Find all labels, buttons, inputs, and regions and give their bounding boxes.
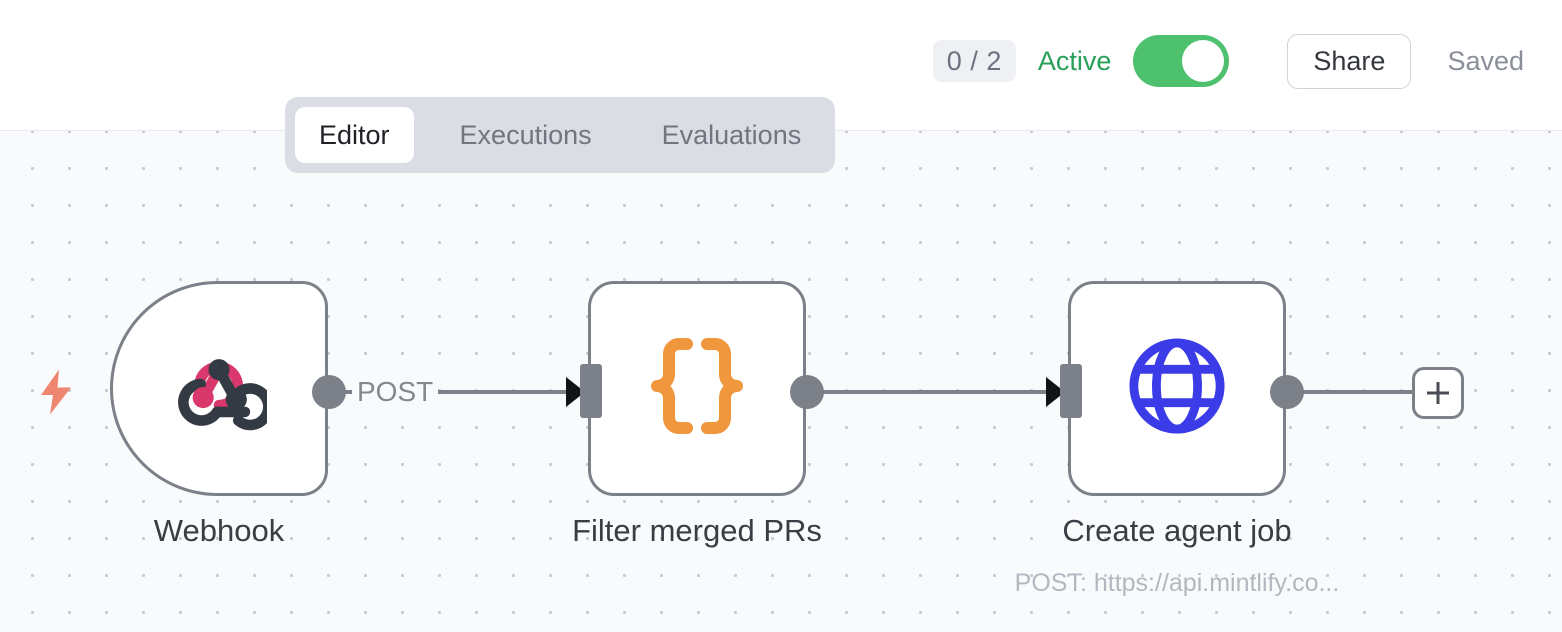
add-node-button[interactable] — [1412, 367, 1464, 419]
save-status-label: Saved — [1447, 45, 1524, 76]
workflow-active-toggle[interactable] — [1133, 35, 1230, 87]
workflow-status-label: Active — [1037, 45, 1112, 76]
tab-editor[interactable]: Editor — [295, 107, 414, 163]
node-http-input-port[interactable] — [1060, 364, 1082, 418]
tab-executions[interactable]: Executions — [459, 119, 592, 150]
share-button[interactable]: Share — [1287, 33, 1412, 89]
globe-icon — [1128, 337, 1226, 440]
webhook-icon — [171, 338, 274, 439]
node-http-output-port[interactable] — [1270, 375, 1304, 409]
node-filter-label: Filter merged PRs — [572, 513, 822, 548]
edge-http-add — [1300, 390, 1415, 394]
edge-filter-http — [822, 390, 1047, 394]
node-filter-output-port[interactable] — [790, 375, 824, 409]
node-filter-merged-prs[interactable] — [580, 281, 824, 496]
node-create-agent-job[interactable] — [1060, 281, 1304, 496]
plus-icon — [1424, 379, 1452, 407]
execution-count-badge: 0 / 2 — [932, 40, 1016, 82]
workflow-canvas[interactable]: POST — [0, 131, 1562, 632]
node-webhook-label: Webhook — [153, 513, 285, 548]
toggle-knob — [1182, 40, 1225, 82]
tab-evaluations[interactable]: Evaluations — [661, 119, 802, 150]
curly-braces-icon — [647, 334, 747, 443]
header-actions: 0 / 2 Active Share Saved — [932, 32, 1524, 90]
lightning-bolt-icon — [38, 369, 74, 415]
node-webhook-output-port[interactable] — [312, 375, 346, 409]
edge-webhook-filter — [345, 390, 569, 394]
view-tabs: Editor Executions Evaluations — [285, 97, 836, 173]
node-filter-input-port[interactable] — [580, 364, 602, 418]
node-http-subtitle: POST: https://api.mintlify.co... — [1014, 569, 1340, 597]
edge-label-post: POST — [352, 374, 439, 410]
node-webhook[interactable] — [110, 281, 346, 496]
node-http-label: Create agent job — [1062, 513, 1292, 548]
